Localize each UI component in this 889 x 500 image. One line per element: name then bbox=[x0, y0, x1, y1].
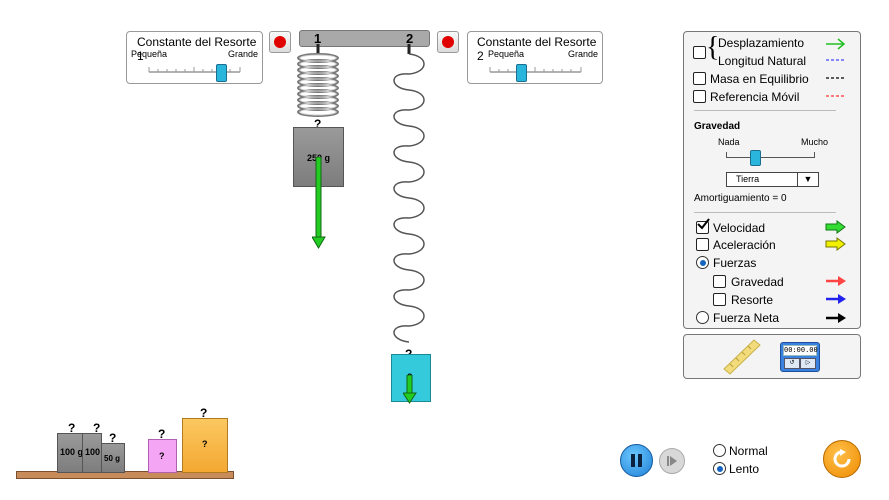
planet-select[interactable]: Tierra ▼ bbox=[726, 172, 819, 187]
gravity-force-checkbox[interactable] bbox=[713, 275, 726, 288]
spring1-min-label: Pequeña bbox=[131, 49, 168, 59]
equilibrium-label: Masa en Equilibrio bbox=[710, 72, 809, 86]
velocity-arrow-icon bbox=[312, 157, 326, 249]
forces-radio[interactable] bbox=[696, 256, 709, 269]
tools-panel: 00:00.00 ↺ ▷ bbox=[683, 334, 861, 379]
damping-label: Amortiguamiento = 0 bbox=[694, 193, 787, 204]
net-force-radio[interactable] bbox=[696, 311, 709, 324]
spring2-constant-title: Constante del Resorte 2 bbox=[477, 35, 597, 63]
stopwatch-reset-icon: ↺ bbox=[784, 358, 800, 369]
stopwatch-play-icon: ▷ bbox=[800, 358, 816, 369]
gravity-slider-track bbox=[726, 157, 814, 158]
checkmark-icon bbox=[697, 218, 710, 230]
velocity-legend-arrow-icon bbox=[825, 220, 846, 234]
stopwatch-icon[interactable]: 00:00.00 ↺ ▷ bbox=[780, 342, 820, 372]
mass-hook-q: ? bbox=[109, 431, 117, 445]
planet-select-value: Tierra bbox=[736, 174, 760, 184]
mass-unknown-orange[interactable]: ? bbox=[182, 418, 228, 473]
equilibrium-checkbox[interactable] bbox=[693, 72, 706, 85]
pause-button[interactable] bbox=[620, 444, 653, 477]
brace: { bbox=[706, 32, 720, 63]
mass-hook-q: ? bbox=[158, 427, 166, 441]
spring1: ? bbox=[297, 44, 339, 131]
moving-reference-label: Referencia Móvil bbox=[710, 90, 800, 104]
mass-label: 100 g bbox=[85, 447, 101, 457]
chevron-down-icon: ▼ bbox=[797, 173, 818, 186]
mass-hook-q: ? bbox=[68, 421, 76, 435]
gravity-title: Gravedad bbox=[694, 121, 741, 132]
reset-button[interactable] bbox=[823, 440, 861, 478]
moving-reference-checkbox[interactable] bbox=[693, 90, 706, 103]
mass-label: 50 g bbox=[104, 454, 121, 463]
gravity-slider-tick bbox=[814, 152, 815, 158]
separator bbox=[694, 212, 836, 213]
gravity-force-label: Gravedad bbox=[731, 275, 784, 289]
spring-force-label: Resorte bbox=[731, 293, 774, 307]
natural-length-line-icon bbox=[826, 59, 845, 61]
step-forward-icon bbox=[667, 456, 677, 466]
acceleration-legend-arrow-icon bbox=[825, 237, 846, 251]
mass-shelf bbox=[16, 471, 234, 479]
velocity-label: Velocidad bbox=[713, 221, 766, 235]
mass-hook-q: ? bbox=[200, 406, 208, 420]
gravity-slider-tick bbox=[726, 152, 727, 158]
spring2-stop-button[interactable] bbox=[437, 31, 459, 53]
step-button[interactable] bbox=[659, 448, 685, 474]
spring2-constant-panel: Constante del Resorte 2 Pequeña Grande bbox=[467, 31, 603, 84]
spring-force-checkbox[interactable] bbox=[713, 293, 726, 306]
spring2-min-label: Pequeña bbox=[488, 49, 525, 59]
spring1-slider-thumb[interactable] bbox=[216, 64, 227, 82]
reset-icon bbox=[833, 449, 851, 468]
options-panel: { Desplazamiento Longitud Natural Masa e… bbox=[683, 31, 861, 329]
speed-normal-radio[interactable] bbox=[713, 444, 726, 457]
mass-label: ? bbox=[159, 451, 165, 461]
spring-force-arrow-icon bbox=[826, 294, 846, 304]
ceiling-bar bbox=[299, 30, 430, 47]
gravity-min-label: Nada bbox=[718, 137, 740, 147]
spring2-slider-thumb[interactable] bbox=[516, 64, 527, 82]
spring1-slider-track bbox=[148, 67, 241, 73]
spring1-max-label: Grande bbox=[227, 49, 258, 59]
mass-100g-b[interactable]: 100 g bbox=[82, 433, 102, 473]
forces-label: Fuerzas bbox=[713, 256, 757, 270]
net-force-arrow-icon bbox=[826, 313, 846, 323]
spring2-max-label: Grande bbox=[567, 49, 598, 59]
displacement-checkbox[interactable] bbox=[693, 46, 706, 59]
gravity-force-arrow-icon bbox=[826, 276, 846, 286]
pause-icon bbox=[631, 454, 635, 467]
mass-unknown-pink[interactable]: ? bbox=[148, 439, 177, 473]
stopwatch-display: 00:00.00 bbox=[783, 345, 818, 356]
mass-hook-q: ? bbox=[93, 421, 101, 435]
net-force-label: Fuerza Neta bbox=[713, 311, 780, 325]
spring2-slider-track bbox=[489, 67, 582, 73]
displacement-arrow-icon bbox=[826, 38, 846, 50]
acceleration-label: Aceleración bbox=[713, 238, 776, 252]
ruler-icon[interactable] bbox=[722, 339, 762, 375]
mass-label: 100 g bbox=[60, 447, 84, 457]
spring1-stop-button[interactable] bbox=[269, 31, 291, 53]
mass-50g[interactable]: 50 g bbox=[101, 443, 125, 473]
hook2-label: 2 bbox=[406, 31, 414, 46]
mass-100g-a[interactable]: 100 g bbox=[57, 433, 85, 473]
spring1-constant-panel: Constante del Resorte 1 Pequeña Grande bbox=[126, 31, 263, 84]
spring1-constant-title: Constante del Resorte 1 bbox=[137, 35, 257, 63]
speed-normal-label: Normal bbox=[729, 444, 768, 458]
mass-label: ? bbox=[202, 439, 208, 449]
separator bbox=[694, 110, 836, 111]
velocity-arrow-icon bbox=[403, 375, 417, 404]
speed-slow-radio[interactable] bbox=[713, 462, 726, 475]
acceleration-checkbox[interactable] bbox=[696, 238, 709, 251]
svg-text:?: ? bbox=[314, 117, 321, 131]
speed-slow-label: Lento bbox=[729, 462, 760, 476]
hook1-label: 1 bbox=[314, 31, 322, 46]
spring2: ? bbox=[393, 44, 425, 361]
displacement-label: Desplazamiento bbox=[718, 36, 805, 50]
equilibrium-line-icon bbox=[826, 77, 845, 79]
pause-icon-bar bbox=[638, 454, 642, 467]
gravity-max-label: Mucho bbox=[801, 137, 829, 147]
gravity-slider-thumb[interactable] bbox=[750, 150, 761, 166]
natural-length-label: Longitud Natural bbox=[718, 54, 807, 68]
moving-reference-line-icon bbox=[826, 95, 845, 97]
